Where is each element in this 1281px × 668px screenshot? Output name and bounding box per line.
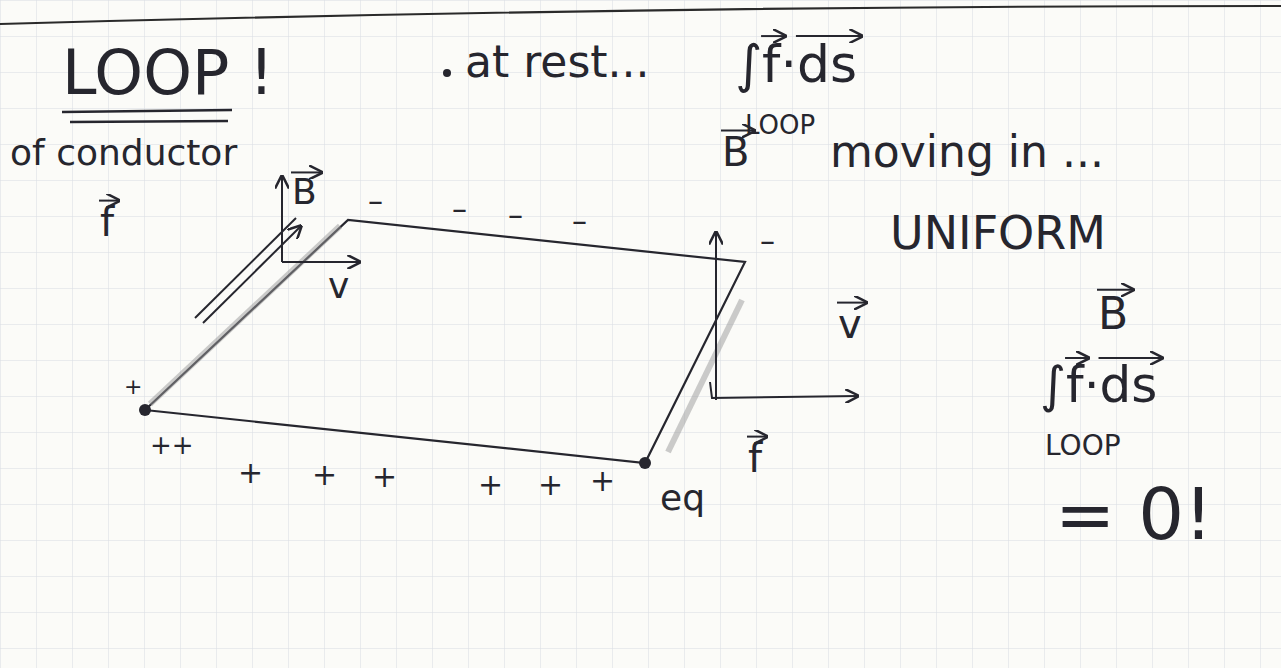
shading: [150, 226, 340, 404]
corner-dot: [139, 404, 151, 416]
velocity-arrow: [282, 261, 360, 263]
vector-arrow: [1097, 289, 1133, 291]
shading: [668, 300, 742, 452]
handwritten-label: = 0!: [1055, 478, 1213, 550]
handwritten-label: UNIFORM: [890, 210, 1106, 256]
handwritten-label: +: [312, 460, 337, 490]
force-arrow: [203, 226, 301, 323]
handwritten-label: –: [508, 200, 523, 230]
handwritten-label: LOOP: [745, 112, 815, 138]
vector-arrow: [1099, 357, 1163, 359]
vector-arrow: [796, 35, 862, 37]
field-arrow: [281, 176, 283, 262]
handwritten-label: –: [368, 186, 383, 216]
handwritten-label: +: [478, 470, 503, 500]
handwritten-label: v: [838, 304, 862, 344]
handwritten-label: B: [1098, 292, 1128, 336]
handwritten-label: f: [100, 202, 114, 242]
handwritten-label: B: [722, 132, 749, 172]
velocity-arrow: [710, 382, 858, 398]
underline: [70, 121, 228, 122]
handwritten-label: v: [328, 268, 349, 304]
handwritten-label: at rest...: [465, 40, 650, 84]
vector-arrow: [1065, 357, 1089, 359]
handwritten-label: –: [572, 206, 587, 236]
handwritten-label: ++: [150, 432, 194, 458]
handwritten-label: B: [292, 174, 317, 210]
handwritten-label: LOOP !: [62, 42, 274, 104]
handwritten-label: LOOP: [1045, 432, 1121, 460]
handwritten-label: ∫f·ds: [735, 38, 857, 90]
handwritten-label: +: [538, 470, 563, 500]
field-arrow: [715, 232, 717, 400]
corner-dot: [639, 457, 651, 469]
handwritten-label: –: [760, 226, 775, 256]
handwritten-label: of conductor: [10, 135, 237, 171]
handwritten-label: eq: [660, 480, 705, 516]
vector-arrow: [761, 35, 785, 37]
handwritten-label: moving in ...: [830, 130, 1104, 174]
page-rule: [0, 6, 1281, 24]
handwritten-label: +: [372, 462, 397, 492]
handwritten-label: +: [590, 466, 615, 496]
bullet-dot: [443, 69, 451, 77]
force-arrow: [195, 218, 296, 318]
handwritten-label: f: [748, 438, 762, 478]
handwritten-label: –: [452, 194, 467, 224]
handwritten-label: ∫f·ds: [1040, 360, 1157, 410]
conductor-loop: [145, 220, 745, 463]
handwritten-label: +: [124, 376, 142, 398]
handwritten-label: +: [238, 458, 263, 488]
underline: [62, 110, 232, 112]
